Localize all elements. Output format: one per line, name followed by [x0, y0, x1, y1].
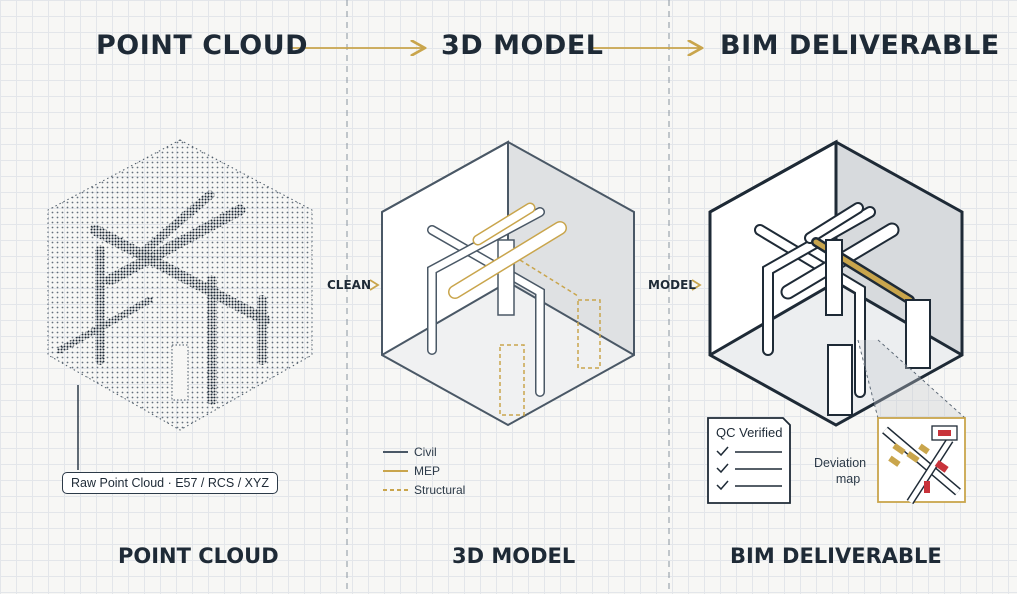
bottom-label-point-cloud: POINT CLOUD [118, 544, 279, 568]
connector-model: MODEL [648, 278, 696, 292]
clean-arrow-icon [369, 279, 380, 291]
deviation-map-label: Deviation map [814, 455, 866, 487]
qc-verified-label: QC Verified [716, 425, 783, 440]
point-cloud-caption: Raw Point Cloud · E57 / RCS / XYZ [62, 472, 278, 494]
deviation-label-line1: Deviation [814, 456, 867, 470]
legend-label-civil: Civil [414, 445, 437, 459]
bim-illustration [708, 139, 964, 427]
connector-clean: CLEAN [327, 278, 371, 292]
point-cloud-illustration [47, 139, 313, 431]
title-3d-model: 3D MODEL [441, 30, 604, 61]
legend-label-structural: Structural [414, 483, 466, 497]
model-arrow-icon [691, 279, 702, 291]
legend-label-mep: MEP [414, 464, 441, 478]
qc-document-icon [707, 417, 791, 504]
title-bim-deliverable: BIM DELIVERABLE [720, 30, 1000, 61]
bottom-label-3d-model: 3D MODEL [452, 544, 576, 568]
deviation-label-line2: map [835, 472, 861, 486]
3d-model-illustration [381, 140, 635, 427]
title-point-cloud: POINT CLOUD [96, 30, 309, 61]
deviation-map [857, 339, 966, 505]
bottom-label-bim-deliverable: BIM DELIVERABLE [730, 544, 942, 568]
